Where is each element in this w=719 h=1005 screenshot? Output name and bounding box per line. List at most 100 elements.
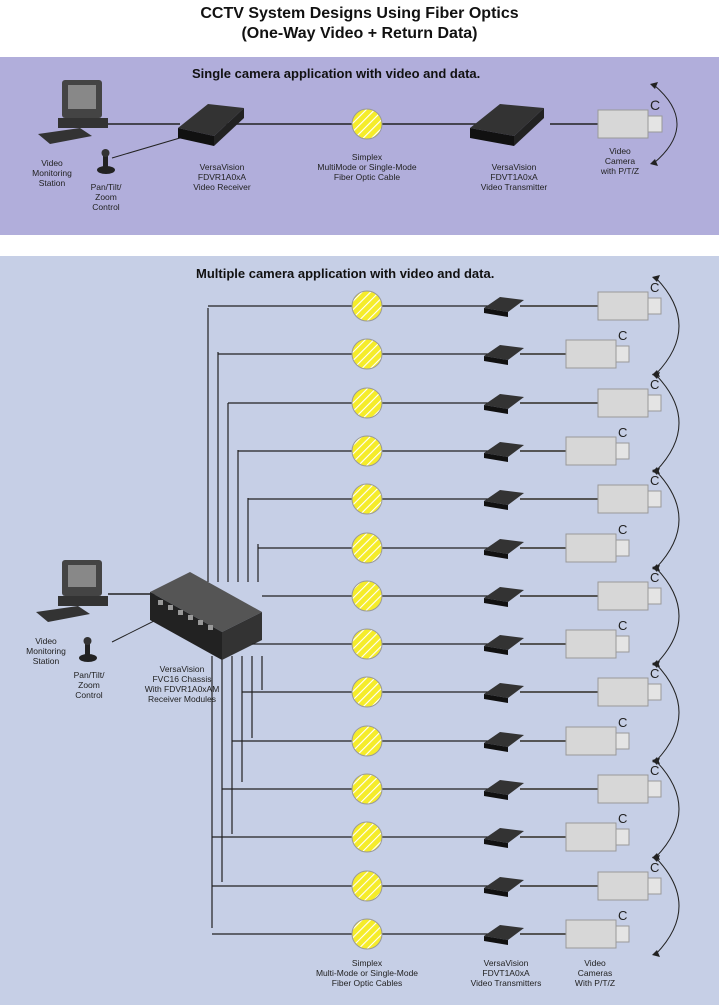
ptz-joystick-icon	[79, 637, 97, 662]
fiber-cable-icon	[351, 290, 383, 322]
camera-lens	[615, 635, 630, 653]
camera-mark: C	[650, 570, 659, 585]
fiber-cable-icon	[351, 725, 383, 757]
video-transmitter-icon	[484, 683, 524, 698]
fiber-cable-icon	[351, 435, 383, 467]
label-line: Receiver Modules	[147, 694, 217, 704]
label-line: Monitoring	[32, 168, 72, 178]
fiber-cable-icon	[351, 628, 383, 660]
label-line: Station	[32, 656, 60, 666]
single-camera-panel	[0, 57, 719, 235]
pan-tilt-arrowhead	[652, 661, 660, 668]
ptz-camera-icon: C	[597, 82, 678, 166]
single-section-heading: Single camera application with video and…	[192, 66, 481, 81]
label-line: Monitoring	[26, 646, 66, 656]
camera-label: Video Camera with P/T/Z	[601, 146, 639, 176]
fiber-cable-icon	[351, 821, 383, 853]
station-label: Video Monitoring Station	[26, 636, 66, 666]
video-transmitter-icon	[484, 780, 524, 795]
video-transmitter-edge	[484, 839, 508, 848]
fiber-cable-icon	[351, 580, 383, 612]
label-line: VersaVision	[491, 162, 537, 172]
label-line: Video	[35, 636, 57, 646]
station-label: Video Monitoring Station	[32, 158, 72, 188]
fiber-cable-icon	[351, 870, 383, 902]
fiber-cable-icon	[351, 387, 383, 419]
ptz-camera-icon	[565, 339, 617, 369]
label-line: Video	[41, 158, 63, 168]
camera-mark: C	[650, 860, 659, 875]
video-transmitter-edge	[484, 405, 508, 414]
label-line: Camera	[604, 156, 636, 166]
video-transmitter-edge	[484, 550, 508, 559]
transmitters-label: VersaVision FDVT1A0xA Video Transmitters	[471, 958, 542, 988]
video-transmitter-edge	[484, 308, 508, 317]
fiber-cable-icon	[351, 532, 383, 564]
camera-mark: C	[618, 908, 627, 923]
camera-lens	[647, 490, 662, 508]
camera-mark: C	[650, 280, 659, 295]
label-line: Station	[38, 178, 66, 188]
video-transmitter-icon	[484, 442, 524, 457]
label-line: Zoom	[95, 192, 117, 202]
video-transmitter-icon	[484, 297, 524, 312]
label-line: Cameras	[577, 968, 613, 978]
multi-section-heading: Multiple camera application with video a…	[196, 266, 495, 281]
label-line: With P/T/Z	[574, 978, 616, 988]
ptz-camera-icon	[597, 484, 649, 514]
video-transmitter-edge	[484, 356, 508, 365]
fiber-label: Simplex Multi-Mode or Single-Mode Fiber …	[316, 958, 418, 988]
ptz-camera-icon	[597, 388, 649, 418]
fvc16-chassis-icon	[150, 572, 262, 660]
label-line: Video Transmitter	[480, 182, 548, 192]
camera-mark: C	[650, 97, 660, 113]
label-line: FDVT1A0xA	[482, 968, 530, 978]
ptz-camera-icon	[565, 436, 617, 466]
label-line: VersaVision	[159, 664, 205, 674]
label-line: Zoom	[78, 680, 100, 690]
pan-tilt-arc	[655, 760, 680, 858]
video-transmitter-edge	[484, 888, 508, 897]
label-line: Video	[584, 958, 606, 968]
video-transmitter-icon	[484, 877, 524, 892]
pan-tilt-arrowhead	[652, 950, 660, 957]
label-line: with P/T/Z	[600, 166, 640, 176]
video-transmitter-icon	[484, 490, 524, 505]
ptz-camera-icon	[565, 919, 617, 949]
ptz-camera-icon	[597, 581, 649, 611]
label-line: With FDVR1A0xAM	[144, 684, 220, 694]
ptz-camera-icon	[565, 533, 617, 563]
video-transmitter-edge	[484, 453, 508, 462]
camera-lens	[615, 828, 630, 846]
camera-lens	[647, 587, 662, 605]
pan-tilt-arc	[655, 470, 680, 569]
camera-lens	[647, 683, 662, 701]
multi-static	[108, 308, 263, 928]
camera-mark: C	[618, 811, 627, 826]
label-line: Simplex	[351, 152, 383, 162]
ptz-camera-icon	[597, 774, 649, 804]
camera-lens	[615, 732, 630, 750]
video-transmitter-icon	[484, 925, 524, 940]
label-line: FDVT1A0xA	[490, 172, 538, 182]
camera-mark: C	[618, 522, 627, 537]
ptz-camera-icon	[565, 822, 617, 852]
video-receiver-icon	[178, 104, 244, 146]
video-transmitter-edge	[484, 694, 508, 703]
camera-lens	[615, 539, 630, 557]
video-transmitter-edge	[484, 646, 508, 655]
camera-lens	[647, 297, 662, 315]
ptz-camera-icon	[597, 677, 649, 707]
camera-lens	[647, 780, 662, 798]
video-transmitter-edge	[484, 791, 508, 800]
cameras-label: Video Cameras With P/T/Z	[575, 958, 615, 988]
fiber-cable-icon	[351, 483, 383, 515]
label-line: VersaVision	[483, 958, 529, 968]
camera-lens	[615, 345, 630, 363]
pan-tilt-arc	[655, 857, 680, 955]
monitoring-station-icon	[38, 80, 108, 144]
camera-mark: C	[618, 715, 627, 730]
fiber-cable-icon	[351, 676, 383, 708]
